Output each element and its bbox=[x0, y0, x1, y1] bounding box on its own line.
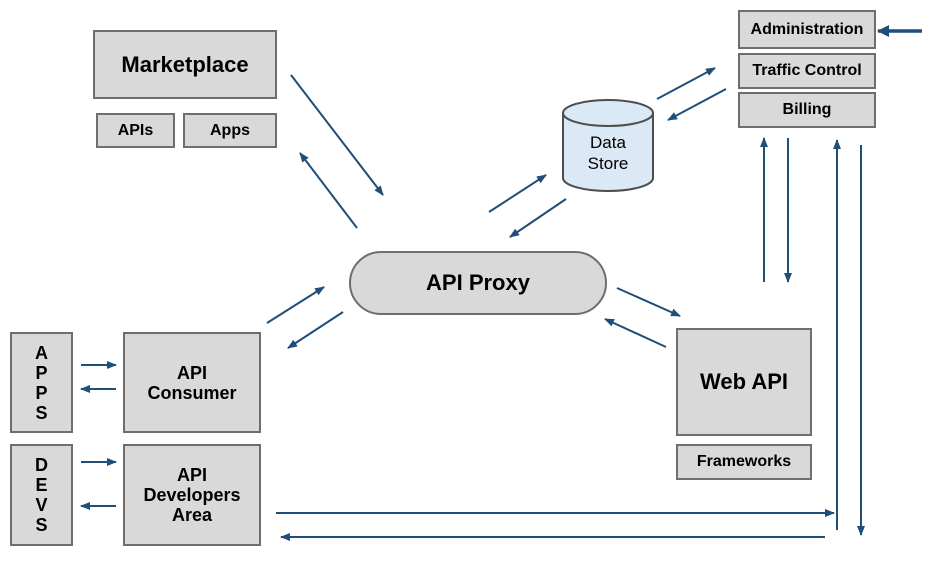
apps-letter: S bbox=[35, 402, 48, 423]
frameworks-box: Frameworks bbox=[676, 444, 812, 480]
api-proxy-label: API Proxy bbox=[426, 270, 530, 295]
devs-letter: V bbox=[35, 495, 48, 515]
arrow-proxy-to-marketplace bbox=[299, 152, 358, 229]
data-store-line2: Store bbox=[587, 154, 629, 173]
apps-box: Apps bbox=[183, 113, 277, 148]
api-developers-line: API bbox=[176, 465, 207, 485]
apps-letter: P bbox=[35, 362, 48, 383]
devs-letter: D bbox=[35, 455, 48, 475]
traffic-control-label: Traffic Control bbox=[752, 62, 862, 79]
api-consumer-box: API Consumer bbox=[123, 332, 261, 433]
data-store-line1: Data bbox=[590, 133, 626, 152]
administration-label: Administration bbox=[750, 20, 864, 38]
arrow-consumer-to-proxy bbox=[266, 286, 325, 324]
api-consumer-line: Consumer bbox=[147, 382, 237, 403]
web-api-box: Web API bbox=[676, 328, 812, 436]
traffic-control-box: Traffic Control bbox=[738, 53, 876, 89]
arrow-datastore-to-admin bbox=[656, 67, 716, 100]
apps-letter: A bbox=[35, 342, 48, 363]
billing-label: Billing bbox=[782, 101, 832, 118]
data-store-label: Data Store bbox=[563, 132, 653, 174]
administration-box: Administration bbox=[738, 10, 876, 49]
frameworks-label: Frameworks bbox=[696, 453, 792, 470]
marketplace-title: Marketplace bbox=[121, 51, 249, 77]
arrow-proxy-to-webapi bbox=[616, 287, 681, 317]
marketplace-box: Marketplace bbox=[93, 30, 277, 99]
apps-column-box: A P P S bbox=[10, 332, 73, 433]
billing-box: Billing bbox=[738, 92, 876, 128]
arrow-webapi-to-proxy bbox=[604, 318, 667, 348]
api-developers-line: Developers bbox=[143, 485, 241, 505]
arrow-marketplace-to-proxy bbox=[290, 74, 384, 196]
arrow-proxy-to-consumer bbox=[287, 311, 344, 349]
web-api-title: Web API bbox=[699, 369, 788, 394]
api-proxy-box: API Proxy bbox=[349, 251, 607, 315]
apis-label: APIs bbox=[117, 121, 154, 139]
api-consumer-line: API bbox=[176, 362, 207, 383]
apps-letter: P bbox=[35, 382, 48, 403]
devs-column-box: D E V S bbox=[10, 444, 73, 546]
apis-box: APIs bbox=[96, 113, 175, 148]
api-developers-area-box: API Developers Area bbox=[123, 444, 261, 546]
arrow-proxy-to-datastore bbox=[488, 174, 547, 213]
devs-letter: S bbox=[35, 515, 48, 535]
api-developers-line: Area bbox=[171, 505, 213, 525]
arrow-datastore-to-proxy bbox=[509, 198, 567, 238]
devs-letter: E bbox=[35, 475, 48, 495]
apps-label: Apps bbox=[210, 121, 250, 139]
data-store-cylinder bbox=[562, 99, 654, 192]
arrow-admin-to-datastore bbox=[667, 88, 727, 121]
